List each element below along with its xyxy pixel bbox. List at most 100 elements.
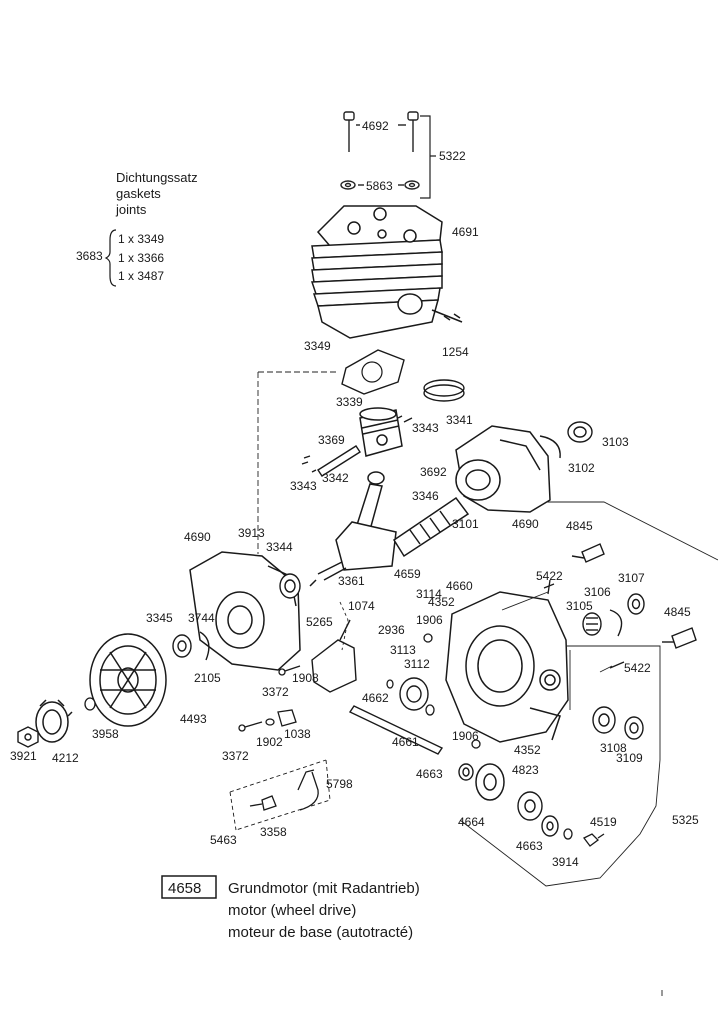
label-1074: 1074 — [348, 599, 375, 613]
bearing-3345 — [172, 634, 192, 658]
label-3343b: 3343 — [290, 479, 317, 493]
label-4690a: 4690 — [184, 530, 211, 544]
label-3958: 3958 — [92, 727, 119, 741]
crankcase-right-4690 — [455, 425, 551, 513]
label-1908: 1908 — [292, 671, 319, 685]
seal-3107 — [627, 593, 645, 615]
label-4845a: 4845 — [566, 519, 593, 533]
label-3372b: 3372 — [222, 749, 249, 763]
washers-5863 — [340, 180, 420, 190]
piston-3369 — [359, 407, 403, 457]
label-4823: 4823 — [512, 763, 539, 777]
label-4493: 4493 — [180, 712, 207, 726]
label-3361: 3361 — [338, 574, 365, 588]
label-3913: 3913 — [238, 526, 265, 540]
caption-line-en: motor (wheel drive) — [228, 902, 356, 919]
label-1906a: 1906 — [416, 613, 443, 627]
fitting-4845a — [571, 543, 605, 563]
label-5325: 5325 — [672, 813, 699, 827]
label-3339: 3339 — [336, 395, 363, 409]
assembly-lines — [257, 371, 718, 887]
label-4661: 4661 — [392, 735, 419, 749]
caption-line-fr: moteur de base (autotracté) — [228, 924, 413, 941]
caption: 4658 Grundmotor (mit Radantrieb) motor (… — [161, 875, 420, 941]
label-4352b: 4352 — [514, 743, 541, 757]
gasket-brace — [104, 229, 117, 287]
gasket-item-2: 1 x 3366 — [118, 251, 164, 265]
label-3106: 3106 — [584, 585, 611, 599]
shaft-4661 — [348, 705, 444, 755]
bracket-5265 — [311, 619, 357, 693]
label-3114: 3114 — [416, 587, 442, 601]
label-4690b: 4690 — [512, 517, 539, 531]
gasket-item-1: 1 x 3349 — [118, 232, 164, 246]
label-3113: 3113 — [390, 643, 416, 657]
label-4663b: 4663 — [516, 839, 543, 853]
label-4659: 4659 — [394, 567, 421, 581]
label-1254: 1254 — [442, 345, 469, 359]
label-4352a: 4352 — [428, 595, 455, 609]
caption-number-box — [161, 875, 217, 899]
gasket-title-fr: joints — [115, 202, 147, 217]
piston-pin-3342 — [311, 417, 413, 477]
gasket-item-3: 1 x 3487 — [118, 269, 164, 283]
label-3112: 3112 — [404, 657, 430, 671]
cylinder-4691 — [310, 205, 463, 339]
bearing-3108 — [592, 706, 616, 734]
label-3342: 3342 — [322, 471, 349, 485]
gasket-title-en: gaskets — [116, 186, 161, 201]
circlip-3744 — [199, 631, 210, 661]
seal-3344 — [279, 573, 301, 599]
wire-group-5798 — [249, 769, 319, 811]
flywheel-4493 — [89, 633, 167, 727]
label-5322: 5322 — [439, 149, 466, 163]
label-3692: 3692 — [420, 465, 447, 479]
screw-3372a — [278, 665, 301, 676]
label-5422b: 5422 — [624, 661, 651, 675]
dashed-region-5798 — [229, 759, 331, 831]
label-4664: 4664 — [458, 815, 485, 829]
washer-3914 — [563, 828, 573, 840]
label-3349: 3349 — [304, 339, 331, 353]
label-4519: 4519 — [590, 815, 617, 829]
gasket-title-de: Dichtungssatz — [116, 170, 198, 185]
label-4662: 4662 — [362, 691, 389, 705]
starter-cup-4212 — [35, 699, 73, 743]
seal-3109 — [624, 716, 644, 740]
caption-line-de: Grundmotor (mit Radantrieb) — [228, 880, 420, 897]
gasket-set-number: 3683 — [76, 249, 103, 263]
label-3108: 3108 — [600, 741, 627, 755]
label-3914: 3914 — [552, 855, 579, 869]
label-4692: 4692 — [362, 119, 389, 133]
label-3103: 3103 — [602, 435, 629, 449]
gasket-set-legend: Dichtungssatz gaskets joints 3683 1 x 33… — [76, 170, 198, 287]
label-4212: 4212 — [52, 751, 79, 765]
label-3369: 3369 — [318, 433, 345, 447]
label-3341: 3341 — [446, 413, 473, 427]
label-1038: 1038 — [284, 727, 311, 741]
label-1906b: 1906 — [452, 729, 479, 743]
label-4663a: 4663 — [416, 767, 443, 781]
label-3105: 3105 — [566, 599, 593, 613]
label-3345: 3345 — [146, 611, 173, 625]
circlip-3106 — [609, 609, 623, 637]
seal-3103 — [567, 421, 593, 443]
label-3372a: 3372 — [262, 685, 289, 699]
label-3921: 3921 — [10, 749, 37, 763]
wheel-hub-4664 — [475, 763, 505, 801]
crankshaft-4659 — [309, 496, 470, 587]
gasket-3349 — [341, 349, 405, 395]
hub-4663a — [458, 763, 474, 781]
label-4691: 4691 — [452, 225, 479, 239]
screw-4519 — [583, 833, 605, 847]
label-3109: 3109 — [616, 751, 643, 765]
label-3744: 3744 — [188, 611, 215, 625]
label-4660: 4660 — [446, 579, 473, 593]
needle-bearing-3105 — [582, 612, 602, 636]
label-3101: 3101 — [452, 517, 479, 531]
label-5463: 5463 — [210, 833, 237, 847]
label-5422a: 5422 — [536, 569, 563, 583]
label-3344: 3344 — [266, 540, 293, 554]
label-3102: 3102 — [568, 461, 595, 475]
